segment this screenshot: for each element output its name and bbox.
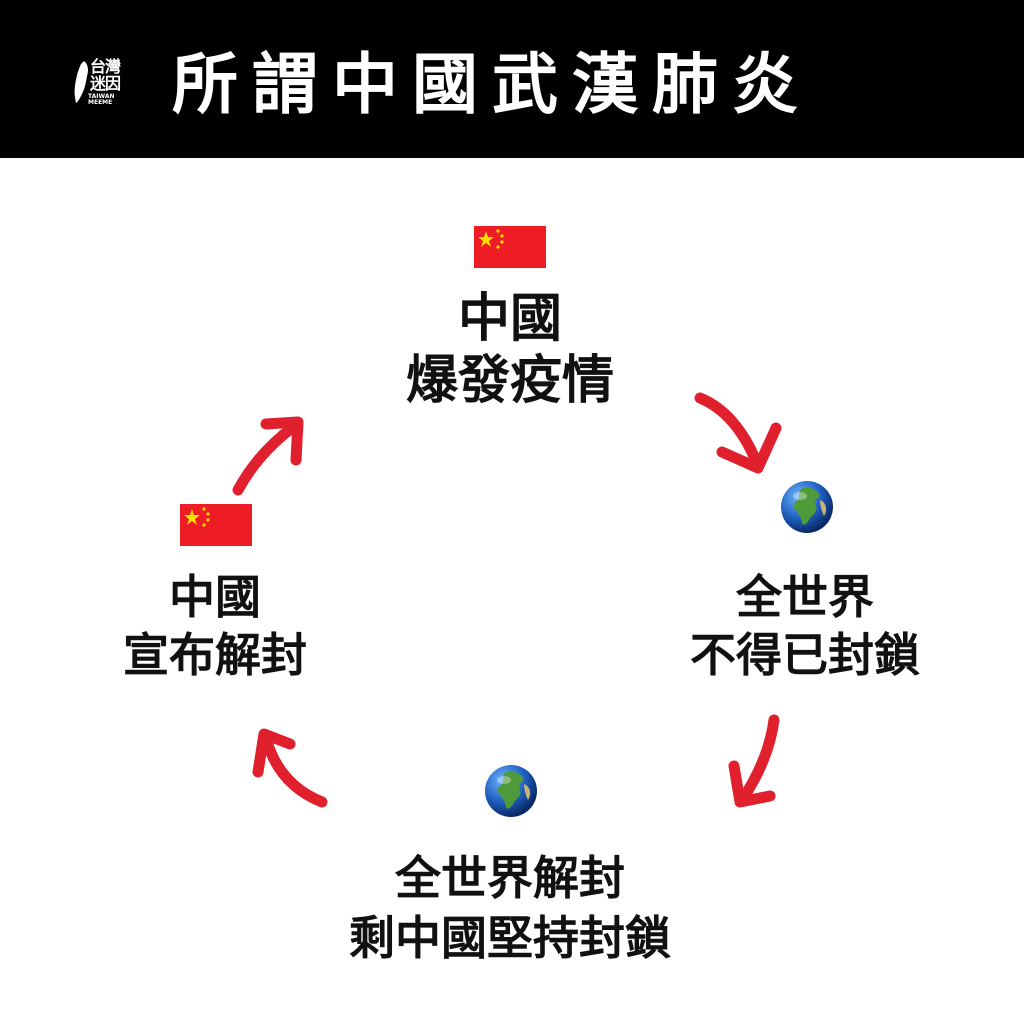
taiwan-island-icon [74, 61, 88, 103]
node-world-reopen: 全世界解封 剩中國堅持封鎖 [280, 848, 740, 968]
node-bottom-line-2: 剩中國堅持封鎖 [349, 911, 671, 965]
logo-sub-1: TAIWAN [88, 93, 115, 100]
node-left-line-1: 中國 [169, 570, 261, 624]
node-right-line-1: 全世界 [736, 570, 874, 624]
china-flag-icon [180, 504, 252, 546]
logo-line-2: 迷因 [90, 74, 121, 93]
node-top-line-1: 中國 [457, 289, 562, 349]
logo-sub-2: MEEME [88, 99, 113, 106]
arrow-bottom-to-left [252, 728, 328, 808]
node-china-reopen: 中國 宣布解封 [90, 568, 340, 684]
earth-globe-icon [485, 765, 537, 817]
arrow-top-to-right [694, 392, 782, 474]
node-right-line-2: 不得已封鎖 [690, 628, 920, 682]
node-china-outbreak: 中國 爆發疫情 [340, 288, 680, 412]
header-bar: 台灣 迷因 TAIWAN MEEME 所謂中國武漢肺炎 [0, 0, 1024, 158]
page-title: 所謂中國武漢肺炎 [172, 46, 812, 123]
taiwan-meme-logo: 台灣 迷因 TAIWAN MEEME [70, 56, 132, 110]
node-top-line-2: 爆發疫情 [405, 351, 614, 411]
china-flag-icon [474, 226, 546, 268]
node-world-lockdown: 全世界 不得已封鎖 [640, 568, 970, 684]
logo-line-1: 台灣 [90, 57, 121, 76]
arrow-right-to-bottom [728, 714, 780, 808]
node-left-line-2: 宣布解封 [123, 628, 307, 682]
arrow-left-to-top [232, 416, 304, 496]
earth-globe-icon [781, 481, 833, 533]
node-bottom-line-1: 全世界解封 [395, 851, 625, 905]
